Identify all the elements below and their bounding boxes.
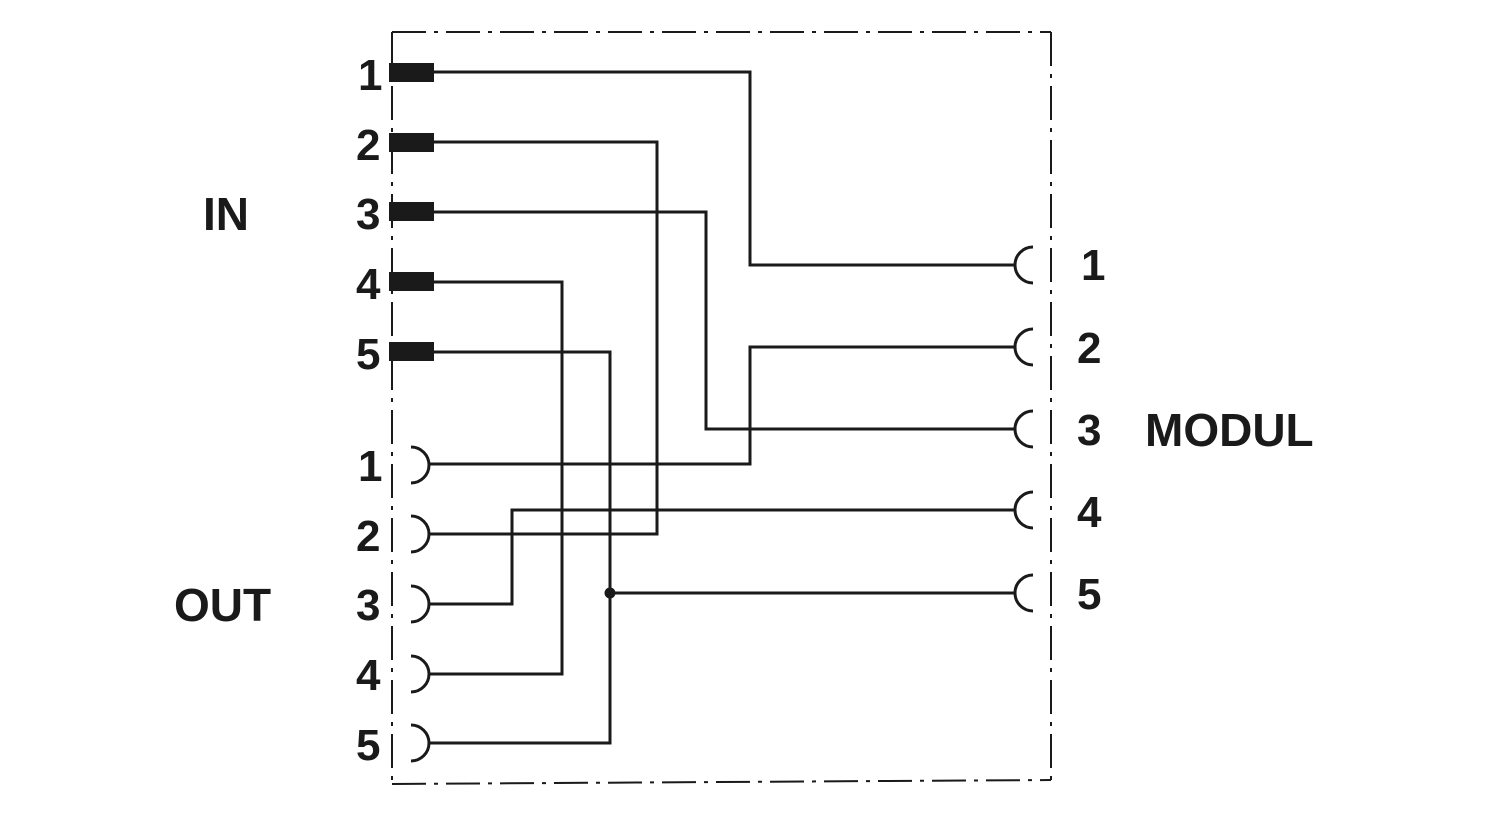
- female-socket-icon: [1013, 490, 1034, 530]
- wire-in2-out2: [429, 140, 659, 536]
- female-socket-icon: [410, 723, 431, 763]
- in-pin-label: 1: [358, 51, 382, 100]
- female-socket-icon: [410, 514, 431, 554]
- in-pin-label: 3: [356, 190, 380, 239]
- out-pin-label: 3: [356, 581, 380, 630]
- in-group-label: IN: [203, 188, 249, 240]
- modul-socket-contacts: [1013, 245, 1034, 613]
- female-socket-icon: [1013, 409, 1034, 449]
- wire-out3-modul4: [429, 508, 1015, 606]
- modul-pin-label: 5: [1077, 570, 1101, 619]
- female-socket-icon: [1013, 245, 1034, 285]
- male-pin-icon: [389, 202, 434, 221]
- wire-in4-out4: [429, 280, 564, 676]
- male-pin-icon: [389, 63, 434, 82]
- wires: [429, 70, 1015, 745]
- modul-pin-label: 3: [1077, 406, 1101, 455]
- male-pin-icon: [389, 342, 434, 361]
- male-pin-icon: [389, 133, 434, 152]
- female-socket-icon: [1013, 327, 1034, 367]
- wire-in3-modul3: [434, 210, 1015, 431]
- in-pin-label: 2: [356, 121, 380, 170]
- out-pin-label: 1: [358, 442, 382, 491]
- wire-out1-modul2: [429, 345, 1015, 466]
- female-socket-icon: [410, 584, 431, 624]
- wire-in5-out5: [429, 350, 612, 745]
- female-socket-icon: [410, 654, 431, 694]
- male-pin-icon: [389, 272, 434, 291]
- out-group-label: OUT: [174, 579, 271, 631]
- in-pin-label: 5: [356, 330, 380, 379]
- modul-pin-label: 1: [1081, 241, 1105, 290]
- modul-pin-label: 4: [1077, 488, 1102, 537]
- female-socket-icon: [1013, 573, 1034, 613]
- out-pin-label: 5: [356, 721, 380, 770]
- out-pin-label: 2: [356, 512, 380, 561]
- out-pin-label: 4: [356, 651, 381, 700]
- female-socket-icon: [410, 445, 431, 485]
- modul-pin-label: 2: [1077, 324, 1101, 373]
- out-socket-contacts: [410, 445, 431, 763]
- enclosure-frame: [391, 31, 1052, 785]
- in-pin-label: 4: [356, 260, 381, 309]
- modul-group-label: MODUL: [1145, 404, 1314, 456]
- in-pin-contacts: [389, 63, 434, 361]
- wire-in1-modul1: [434, 70, 1015, 267]
- junction-dot: [604, 587, 616, 599]
